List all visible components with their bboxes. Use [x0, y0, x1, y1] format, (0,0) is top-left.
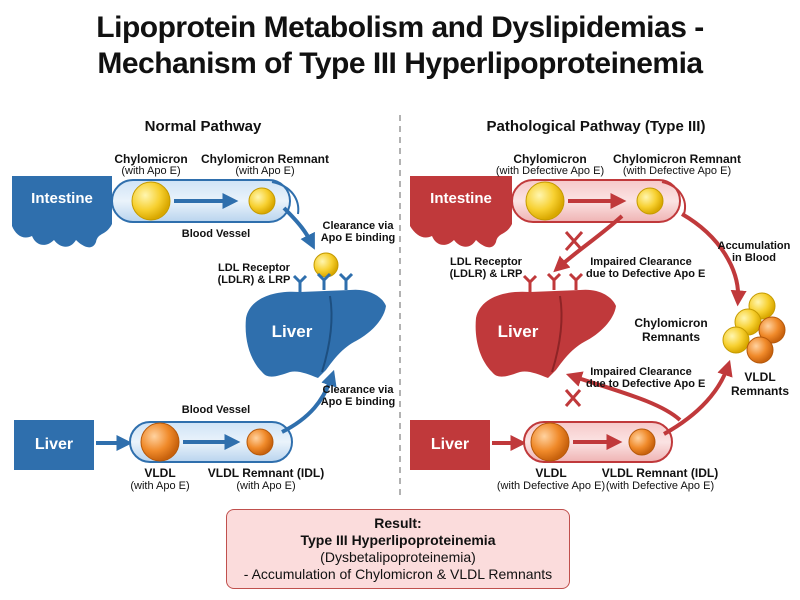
- title-line-1: Lipoprotein Metabolism and Dyslipidemias…: [96, 11, 704, 44]
- vldl-label: VLDL: [144, 466, 176, 480]
- chylomicron-label: Chylomicron: [114, 152, 188, 166]
- clearance-top-label-2: Apo E binding: [320, 232, 396, 244]
- accumulation-label-2: in Blood: [732, 252, 776, 264]
- chylomicron-sub-path: (with Defective Apo E): [495, 165, 605, 177]
- chylo-remnant-sub-path: (with Defective Apo E): [622, 165, 732, 177]
- receptor-icons: [292, 272, 354, 292]
- clearance-bottom-label-1: Clearance via: [322, 384, 394, 396]
- vldl-remnant-sub-path: (with Defective Apo E): [605, 480, 715, 492]
- ldl-receptor-label-2: (LDLR) & LRP: [217, 274, 291, 286]
- chylo-remnant-sub: (with Apo E): [235, 165, 295, 177]
- result-box: Result: Type III Hyperlipoproteinemia (D…: [226, 509, 570, 589]
- accumulation-arrow-bottom: [663, 359, 733, 436]
- vldl-remnants-label-2: Remnants: [730, 384, 789, 398]
- chylomicron-particle: [131, 181, 171, 221]
- pathological-heading: Pathological Pathway (Type III): [486, 118, 706, 135]
- liver-shape-normal: [245, 289, 386, 378]
- result-label: Result:: [374, 515, 422, 531]
- intestine-label: Intestine: [31, 190, 93, 207]
- intestine-label-path: Intestine: [430, 190, 492, 207]
- vldl-sub: (with Apo E): [130, 480, 190, 492]
- vldl-sub-path: (with Defective Apo E): [496, 480, 606, 492]
- block-x-icon-bottom: [564, 389, 582, 407]
- chylo-remnant-label: Chylomicron Remnant: [200, 152, 329, 166]
- vessel-end: [271, 181, 300, 215]
- blood-vessel-top-label: Blood Vessel: [181, 228, 251, 240]
- blocked-arrow-bottom: [565, 371, 682, 422]
- vldl-remnant-sub: (with Apo E): [236, 480, 296, 492]
- liver-box-label: Liver: [34, 436, 74, 453]
- vldl-remnant-label: VLDL Remnant (IDL): [207, 466, 325, 480]
- ldl-receptor-label-path-2: (LDLR) & LRP: [449, 268, 523, 280]
- chylomicron-label-path: Chylomicron: [513, 152, 587, 166]
- liver-box-shape-path: [410, 420, 490, 470]
- bound-remnant: [313, 252, 339, 278]
- impaired-top-label-2: due to Defective Apo E: [586, 268, 706, 280]
- liver-organ-label: Liver: [271, 322, 313, 341]
- remnant-particle-path: [636, 187, 664, 215]
- chylomicron-particle-path: [525, 181, 565, 221]
- result-alias: (Dysbetalipoproteinemia): [320, 549, 476, 565]
- vldl-particle-path: [530, 422, 570, 462]
- clearance-top-label-1: Clearance via: [322, 220, 394, 232]
- impaired-top-label-1: Impaired Clearance: [590, 256, 692, 268]
- vldl-label-path: VLDL: [535, 466, 567, 480]
- liver-shape-path: [475, 289, 616, 378]
- clearance-arrow-bottom: [281, 369, 337, 434]
- vldl-remnants-label-1: VLDL: [744, 370, 776, 384]
- ldl-receptor-label-1: LDL Receptor: [218, 262, 290, 274]
- chylomicron-remnant-particle: [248, 187, 276, 215]
- result-detail: - Accumulation of Chylomicron & VLDL Rem…: [243, 566, 553, 582]
- title-line-2: Mechanism of Type III Hyperlipoproteinem…: [97, 47, 703, 80]
- clearance-bottom-label-2: Apo E binding: [320, 396, 396, 408]
- ldl-receptor-label-path-1: LDL Receptor: [450, 256, 522, 268]
- intestine-shape: [12, 176, 112, 248]
- remnant-cluster: [722, 292, 786, 364]
- block-x-icon-top: [564, 231, 584, 251]
- liver-box-label-path: Liver: [430, 436, 470, 453]
- blood-vessel-bottom-label: Blood Vessel: [181, 404, 251, 416]
- chylo-remnant-label-path: Chylomicron Remnant: [612, 152, 741, 166]
- vldl-remnant-label-path: VLDL Remnant (IDL): [601, 466, 719, 480]
- vldl-remnant-particle-path: [628, 428, 656, 456]
- chylo-remnants-label-2: Remnants: [641, 330, 700, 344]
- accumulation-label-1: Accumulation: [717, 240, 791, 252]
- vldl-particle: [140, 422, 180, 462]
- accumulation-arrow: [680, 212, 747, 307]
- chylomicron-sub: (with Apo E): [121, 165, 181, 177]
- result-name: Type III Hyperlipoproteinemia: [300, 532, 496, 548]
- clearance-arrow-top: [282, 206, 315, 250]
- vldl-remnant-particle: [246, 428, 274, 456]
- normal-heading: Normal Pathway: [144, 118, 262, 135]
- intestine-shape-path: [410, 176, 512, 248]
- blocked-arrow-top: [553, 214, 624, 273]
- receptor-icons-path: [522, 272, 584, 292]
- impaired-bottom-label-1: Impaired Clearance: [590, 366, 692, 378]
- liver-box-shape: [14, 420, 94, 470]
- liver-organ-label-path: Liver: [497, 322, 539, 341]
- impaired-bottom-label-2: due to Defective Apo E: [586, 378, 706, 390]
- chylo-remnants-label-1: Chylomicron: [634, 316, 708, 330]
